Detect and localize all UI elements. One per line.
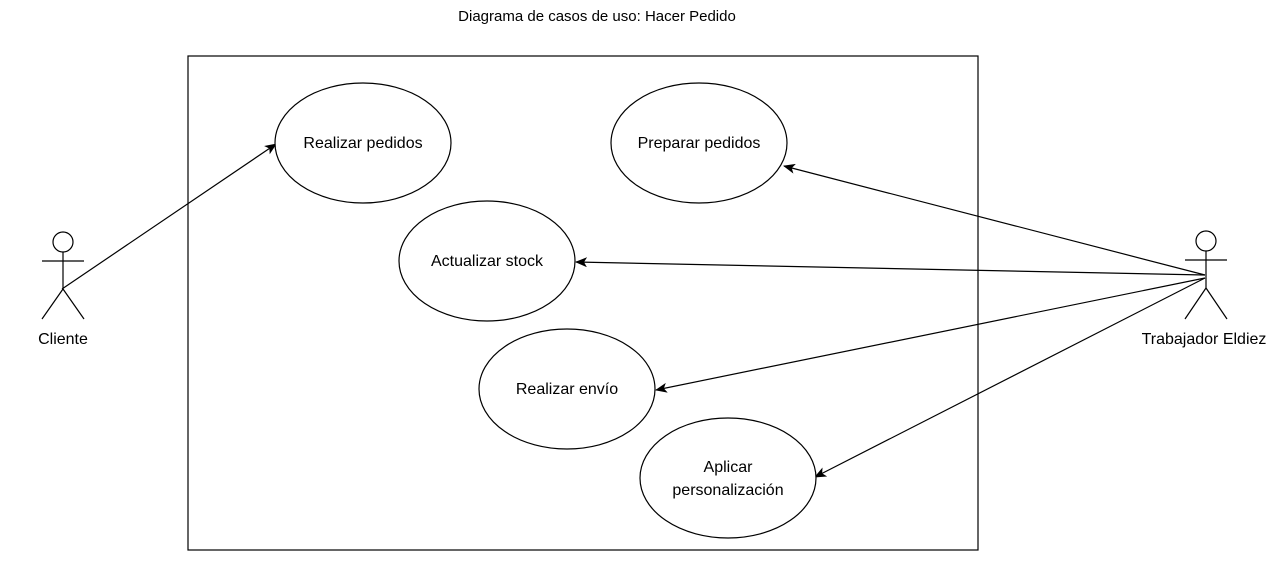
use-case-ellipse: [398, 200, 576, 322]
association-trabajador-aplicar-personalizacion: [814, 277, 1206, 478]
use-case-actualizar-stock[interactable]: Actualizar stock: [398, 200, 576, 322]
use-case-ellipse: [639, 417, 817, 539]
stick-figure-icon: [41, 231, 85, 320]
actor-label: Trabajador Eldiez: [1142, 331, 1267, 348]
associations: [61, 143, 1206, 478]
use-case-label: Realizar pedidos: [303, 135, 422, 152]
association-trabajador-realizar-envio: [655, 277, 1206, 393]
use-case-ellipse: [478, 328, 656, 450]
use-case-label: Preparar pedidos: [638, 135, 761, 152]
actor-cliente[interactable]: Cliente: [38, 231, 88, 348]
association-trabajador-actualizar-stock: [575, 257, 1206, 276]
system-boundary: [187, 55, 979, 551]
use-case-preparar-pedidos[interactable]: Preparar pedidos: [610, 82, 788, 204]
actor-trabajador-eldiez[interactable]: Trabajador Eldiez: [1142, 230, 1267, 348]
use-case-label: Actualizar stock: [431, 253, 544, 270]
use-case-ellipse: [610, 82, 788, 204]
stick-figure-icon: [1184, 230, 1228, 320]
use-case-aplicar-personalizacion[interactable]: Aplicar personalización: [639, 417, 817, 539]
actor-label: Cliente: [38, 331, 88, 348]
use-case-label-line-1: Aplicar: [704, 459, 754, 476]
use-case-label: Realizar envío: [516, 381, 618, 398]
use-case-ellipse: [274, 82, 452, 204]
use-case-label-line-2: personalización: [672, 482, 783, 499]
association-cliente-realizar-pedidos: [61, 143, 277, 290]
use-case-realizar-envio[interactable]: Realizar envío: [478, 328, 656, 450]
association-trabajador-preparar-pedidos: [783, 163, 1206, 276]
diagram-title: Diagrama de casos de uso: Hacer Pedido: [458, 8, 736, 25]
use-case-realizar-pedidos[interactable]: Realizar pedidos: [274, 82, 452, 204]
